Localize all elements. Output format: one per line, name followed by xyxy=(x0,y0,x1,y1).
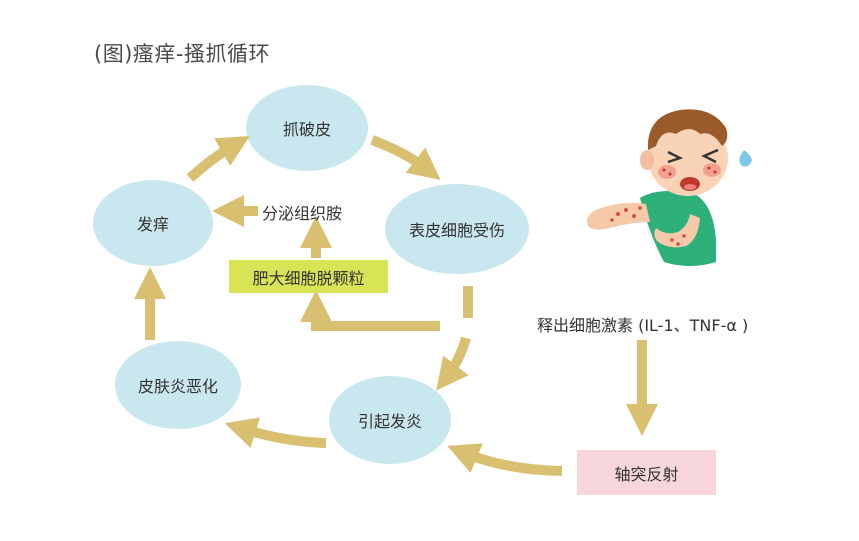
axon-reflex-box xyxy=(577,450,716,495)
arrow-scratch-to-epidermal xyxy=(370,135,441,180)
node-circle-inflammation xyxy=(329,376,451,464)
node-label-itch: 发痒 xyxy=(136,215,170,234)
crying-child-illustration xyxy=(587,109,752,266)
node-circle-scratch xyxy=(246,85,368,171)
label-axon-reflex: 轴突反射 xyxy=(614,464,679,484)
node-label-inflammation: 引起发炎 xyxy=(357,412,423,431)
node-label-epidermal-damage: 表皮细胞受伤 xyxy=(408,221,506,240)
label-release-cytokines: 释出细胞激素 (IL-1、TNF-α ) xyxy=(537,316,749,335)
label-secrete-histamine: 分泌组织胺 xyxy=(262,204,343,223)
node-circle-epidermal-damage xyxy=(385,184,529,274)
arrow-epidermal-to-inflammation-dashed xyxy=(446,286,473,378)
node-circle-skin-worsens xyxy=(115,341,241,429)
mast-cell-box xyxy=(229,260,388,293)
arrow-inflammation-to-skin-worsens xyxy=(224,417,327,449)
node-label-skin-worsens: 皮肤炎恶化 xyxy=(137,377,219,396)
label-mast-cell: 肥大细胞脱颗粒 xyxy=(252,268,365,288)
diagram-title: (图)瘙痒-搔抓循环 xyxy=(94,42,270,66)
arrow-reflex-to-inflammation xyxy=(447,443,563,476)
node-label-scratch: 抓破皮 xyxy=(282,120,332,139)
node-circle-itch xyxy=(93,180,213,266)
arrow-itch-to-scratch xyxy=(186,135,250,182)
arrow-feedback-to-mast xyxy=(299,289,440,331)
